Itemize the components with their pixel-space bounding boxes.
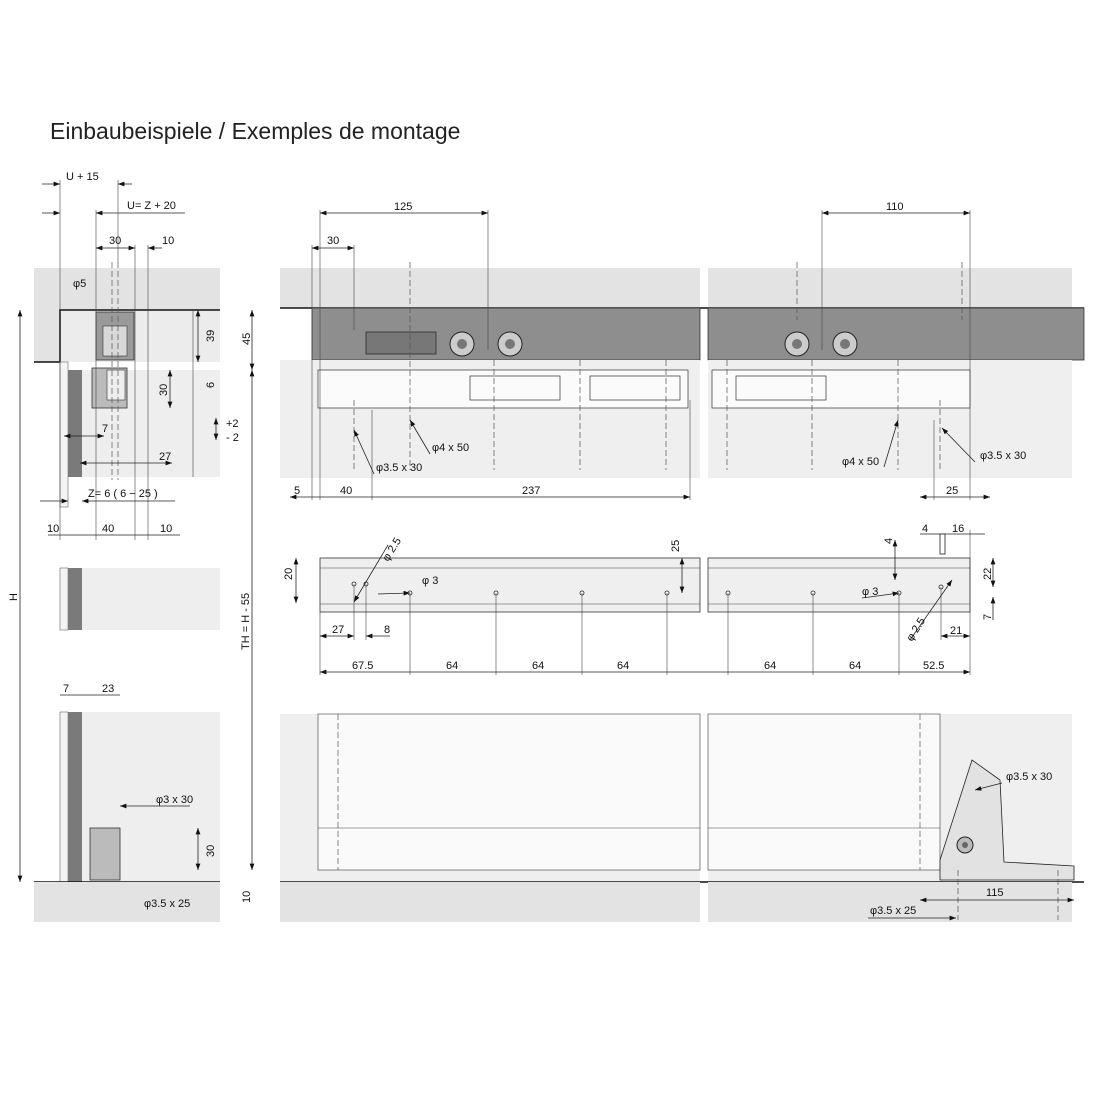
roller-icon <box>956 836 974 854</box>
dim-label: 110 <box>886 201 904 213</box>
dim-label: TH = H - 55 <box>240 593 252 650</box>
dim-label: 64 <box>617 660 629 672</box>
dim-label: U + 15 <box>66 171 99 183</box>
dim-label: φ3.5 x 30 <box>980 450 1026 462</box>
rail-left <box>319 557 701 613</box>
dim-label: 30 <box>205 845 217 857</box>
dim-label: φ3.5 x 25 <box>144 898 190 910</box>
dim-label: 10 <box>47 523 59 535</box>
dim-label: 30 <box>109 235 121 247</box>
dim-label: 30 <box>158 384 170 396</box>
dim-label: 40 <box>102 523 114 535</box>
dim-label: 10 <box>160 523 172 535</box>
dim-label: 4 <box>922 523 928 535</box>
floor-guide-bracket <box>939 759 1075 881</box>
dim-label: 20 <box>283 568 295 580</box>
dim-label: 5 <box>294 485 300 497</box>
dim-label: φ3 x 30 <box>156 794 193 806</box>
dim-label: 115 <box>986 887 1004 899</box>
dim-label: 10 <box>241 891 253 903</box>
dimension-labels-left: U + 15 U= Z + 20 30 10 φ5 39 45 6 30 +2 … <box>8 171 253 910</box>
dim-label: 22 <box>982 568 994 580</box>
dim-label: Z= 6 ( 6 − 25 ) <box>88 488 158 500</box>
top-elevation-view <box>280 210 1085 500</box>
dim-label: 21 <box>950 625 962 637</box>
dim-label: φ 3 <box>862 586 878 598</box>
dim-label: H <box>8 593 20 601</box>
top-rail-right <box>707 307 1085 361</box>
dim-label: φ3.5 x 25 <box>870 905 916 917</box>
dim-label: 64 <box>849 660 861 672</box>
rail-drilling-view <box>293 530 996 675</box>
soft-close-damper <box>365 331 437 355</box>
dim-label: φ5 <box>73 278 86 290</box>
dim-label: 237 <box>522 485 540 497</box>
dim-label: 67.5 <box>352 660 373 672</box>
dim-label: 30 <box>327 235 339 247</box>
dim-label: φ4 x 50 <box>432 442 469 454</box>
dim-label: 40 <box>340 485 352 497</box>
dim-label: 27 <box>332 624 344 636</box>
wheel-icon <box>832 331 858 357</box>
wheel-icon <box>449 331 475 357</box>
wheel-icon <box>784 331 810 357</box>
rail-right <box>707 557 971 613</box>
dim-label: 7 <box>982 614 994 620</box>
dim-label: 27 <box>159 451 171 463</box>
dim-label: 4 <box>883 538 895 544</box>
dim-label: 25 <box>946 485 958 497</box>
door-panel-right <box>707 713 941 871</box>
wheel-icon <box>497 331 523 357</box>
bottom-guide <box>89 827 121 881</box>
dim-label: 23 <box>102 683 114 695</box>
dim-label: φ 2.5 <box>904 616 928 644</box>
door-panel-left <box>317 713 701 871</box>
dim-label: 39 <box>205 330 217 342</box>
dim-label: 7 <box>63 683 69 695</box>
dim-label: φ4 x 50 <box>842 456 879 468</box>
dim-label: 7 <box>102 423 108 435</box>
dim-label: 16 <box>952 523 964 535</box>
dim-label: φ 3 <box>422 575 438 587</box>
dim-label: φ3.5 x 30 <box>376 462 422 474</box>
dim-label: 8 <box>384 624 390 636</box>
left-section-view <box>17 180 255 922</box>
dim-label: 25 <box>670 540 682 552</box>
dim-label: U= Z + 20 <box>127 200 176 212</box>
dim-label: 64 <box>532 660 544 672</box>
dim-label: φ3.5 x 30 <box>1006 771 1052 783</box>
dimension-labels-top: 125 30 110 φ4 x 50 φ3.5 x 30 φ4 x 50 φ3.… <box>294 201 1026 497</box>
dim-label: 10 <box>162 235 174 247</box>
bottom-elevation-view <box>280 713 1084 922</box>
dim-label: 125 <box>394 201 412 213</box>
dim-label: 6 <box>205 382 217 388</box>
dim-label: 52.5 <box>923 660 944 672</box>
dim-label: 64 <box>764 660 776 672</box>
page-title: Einbaubeispiele / Exemples de montage <box>50 118 461 144</box>
dim-label: 45 <box>241 333 253 345</box>
dim-label: 64 <box>446 660 458 672</box>
dim-label: - 2 <box>226 432 239 444</box>
dim-label: +2 <box>226 418 239 430</box>
dimension-labels-bottom: φ3.5 x 30 115 φ3.5 x 25 <box>870 771 1052 917</box>
